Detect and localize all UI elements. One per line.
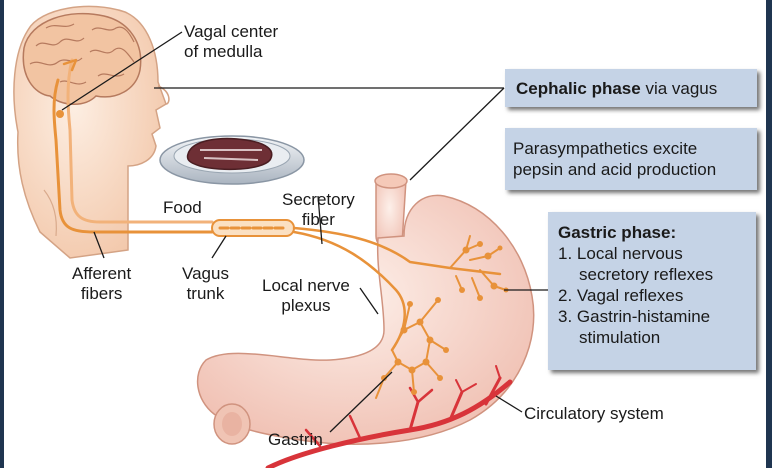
gastric-item-3: 3. Gastrin-histamine stimulation (558, 306, 756, 348)
gastric-item-3-line1: Gastrin-histamine (576, 307, 711, 326)
gastric-phase-title: Gastric phase: (558, 223, 677, 242)
afferent-line1: Afferent (72, 264, 132, 283)
leader-lines (61, 31, 548, 433)
afferent-line2: fibers (80, 284, 123, 303)
gastric-item-2-line1: Vagal reflexes (576, 286, 684, 305)
afferent-fibers-label: Afferent fibers (72, 264, 131, 304)
secretory-line2: fiber (301, 210, 335, 229)
steak-plate-illustration (159, 135, 305, 185)
parasym-line2: pepsin and acid production (513, 160, 717, 179)
gastric-item-1-line1: Local nervous (576, 244, 683, 263)
gastric-item-1-num: 1. (558, 244, 573, 263)
gastric-item-3-line2: stimulation (579, 328, 661, 347)
nerve-fibers (52, 58, 509, 399)
gastric-item-1: 1. Local nervous secretory reflexes (558, 243, 756, 285)
parasympathetics-box: Parasympathetics excite pepsin and acid … (505, 128, 757, 190)
cephalic-phase-title: Cephalic phase (516, 79, 641, 98)
vagal-center-line1: Vagal center (184, 22, 279, 41)
cephalic-phase-box: Cephalic phase via vagus (505, 69, 757, 107)
secretory-line1: Secretory (282, 190, 355, 209)
local-nerve-line2: plexus (281, 296, 331, 315)
secretory-fiber-label: Secretory fiber (282, 190, 355, 230)
food-label: Food (163, 198, 202, 217)
gastric-item-3-num: 3. (558, 307, 573, 326)
gastrin-label: Gastrin (268, 430, 323, 449)
gastric-item-2-num: 2. (558, 286, 573, 305)
vagal-center-label: Vagal center of medulla (184, 22, 278, 62)
gastric-phase-box: Gastric phase: 1. Local nervous secretor… (548, 212, 756, 370)
gastric-item-1-line2: secretory reflexes (579, 265, 714, 284)
local-nerve-plexus-label: Local nerve plexus (262, 276, 350, 316)
local-nerve-line1: Local nerve (262, 276, 350, 295)
parasym-line1: Parasympathetics excite (513, 139, 698, 158)
stomach-illustration (196, 173, 535, 445)
blood-vessels (265, 365, 513, 468)
vagal-center-line2: of medulla (184, 42, 263, 61)
vagus-trunk-label: Vagus trunk (182, 264, 229, 304)
brain-illustration (22, 12, 142, 105)
gastric-item-2: 2. Vagal reflexes (558, 285, 756, 306)
circulatory-system-label: Circulatory system (524, 404, 664, 423)
cephalic-phase-suffix: via vagus (640, 79, 718, 98)
vagus-line2: trunk (186, 284, 225, 303)
vagus-line1: Vagus (182, 264, 229, 283)
